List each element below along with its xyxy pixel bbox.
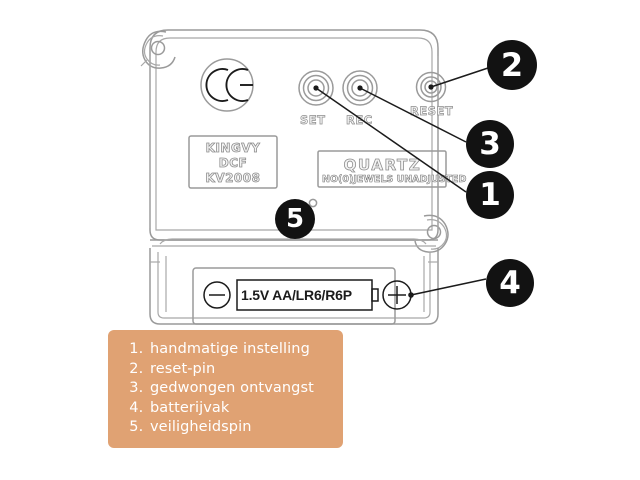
leader-line-2 — [428, 67, 489, 90]
set-button-label: SET — [300, 113, 326, 128]
legend-item-2: reset-pin — [148, 360, 343, 380]
quartz-title: QUARTZ — [343, 156, 422, 175]
legend-item-5: veiligheidspin — [148, 418, 343, 438]
ce-mark-icon — [200, 58, 254, 112]
hanging-tab-top-left — [140, 30, 176, 69]
callout-badge-1[interactable]: 1 — [466, 171, 514, 219]
leader-line-3 — [357, 85, 467, 143]
callout-badge-2[interactable]: 2 — [487, 40, 537, 90]
security-pin-hole — [308, 198, 318, 208]
brand-line-3: KV2008 — [205, 171, 261, 186]
reset-button-label: RESET — [410, 104, 454, 119]
leader-line-4 — [408, 278, 487, 298]
legend-item-4: batterijvak — [148, 399, 343, 419]
legend-item-1: handmatige instelling — [148, 340, 343, 360]
case-split-line — [150, 238, 438, 247]
brand-plate-frame — [188, 135, 278, 189]
callout-badge-5[interactable]: 5 — [275, 199, 315, 239]
brand-line-2: DCF — [218, 156, 248, 171]
callout-badge-4[interactable]: 4 — [486, 259, 534, 307]
brand-plate-text: KINGVY DCF KV2008 — [194, 141, 272, 186]
battery-cell-outline — [236, 279, 379, 311]
movement-plate-frame — [317, 150, 447, 188]
legend-item-3: gedwongen ontvangst — [148, 379, 343, 399]
callout-badge-3[interactable]: 3 — [466, 120, 514, 168]
leader-line-1 — [313, 85, 467, 193]
quartz-subtitle: NO(0)JEWELS UNADJUSTED — [322, 174, 467, 186]
battery-spec-label: 1.5V AA/LR6/R6P — [241, 287, 352, 303]
legend-list: handmatige instelling reset-pin gedwonge… — [126, 340, 343, 438]
battery-negative-terminal-icon — [203, 281, 231, 309]
brand-line-1: KINGVY — [205, 141, 261, 156]
legend-panel: handmatige instelling reset-pin gedwonge… — [108, 330, 343, 448]
battery-tray — [192, 267, 396, 325]
rec-button-label: REC — [346, 113, 373, 128]
